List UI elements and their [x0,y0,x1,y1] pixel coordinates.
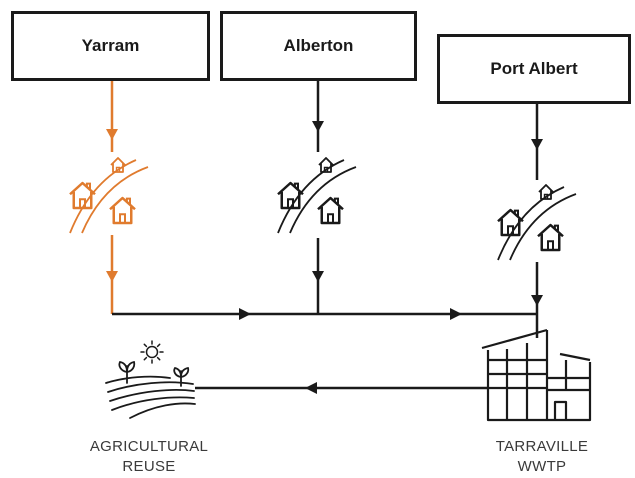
port-albert-flow-line [531,104,543,338]
town-houses-icon [498,185,576,260]
flow-arrow-down [531,139,543,150]
reuse-caption-line1: AGRICULTURAL [89,438,209,455]
town-houses-icon [70,158,148,233]
agricultural-reuse-caption: AGRICULTURAL REUSE [64,437,234,477]
flow-arrow-down [106,129,118,140]
flow-arrow-down [312,271,324,282]
flow-arrow-right [239,308,251,320]
source-label-alberton: Alberton [283,36,354,55]
alberton-flow-line [312,81,324,314]
town-houses-icon [278,158,356,233]
flow-arrow-down [312,121,324,132]
treatment-plant-icon [481,328,592,422]
source-label-port-albert: Port Albert [490,59,578,78]
return-reuse-line [195,382,488,394]
source-box-yarram: Yarram [11,11,210,81]
trunk-main-line [112,308,537,320]
source-box-alberton: Alberton [220,11,417,81]
tarraville-wwtp-caption: TARRAVILLE WWTP [462,437,622,477]
yarram-flow-line [106,81,118,314]
flow-arrow-down [531,295,543,306]
flow-arrow-right [450,308,462,320]
source-box-port-albert: Port Albert [437,34,631,104]
wwtp-caption-line1: TARRAVILLE [495,438,589,455]
sun-icon [140,340,164,364]
reuse-caption-line2: REUSE [122,458,176,475]
flow-arrow-down [106,271,118,282]
source-label-yarram: Yarram [81,36,140,55]
wwtp-caption-line2: WWTP [517,458,567,475]
farmland-icon [105,360,196,419]
flow-arrow-left [305,382,317,394]
